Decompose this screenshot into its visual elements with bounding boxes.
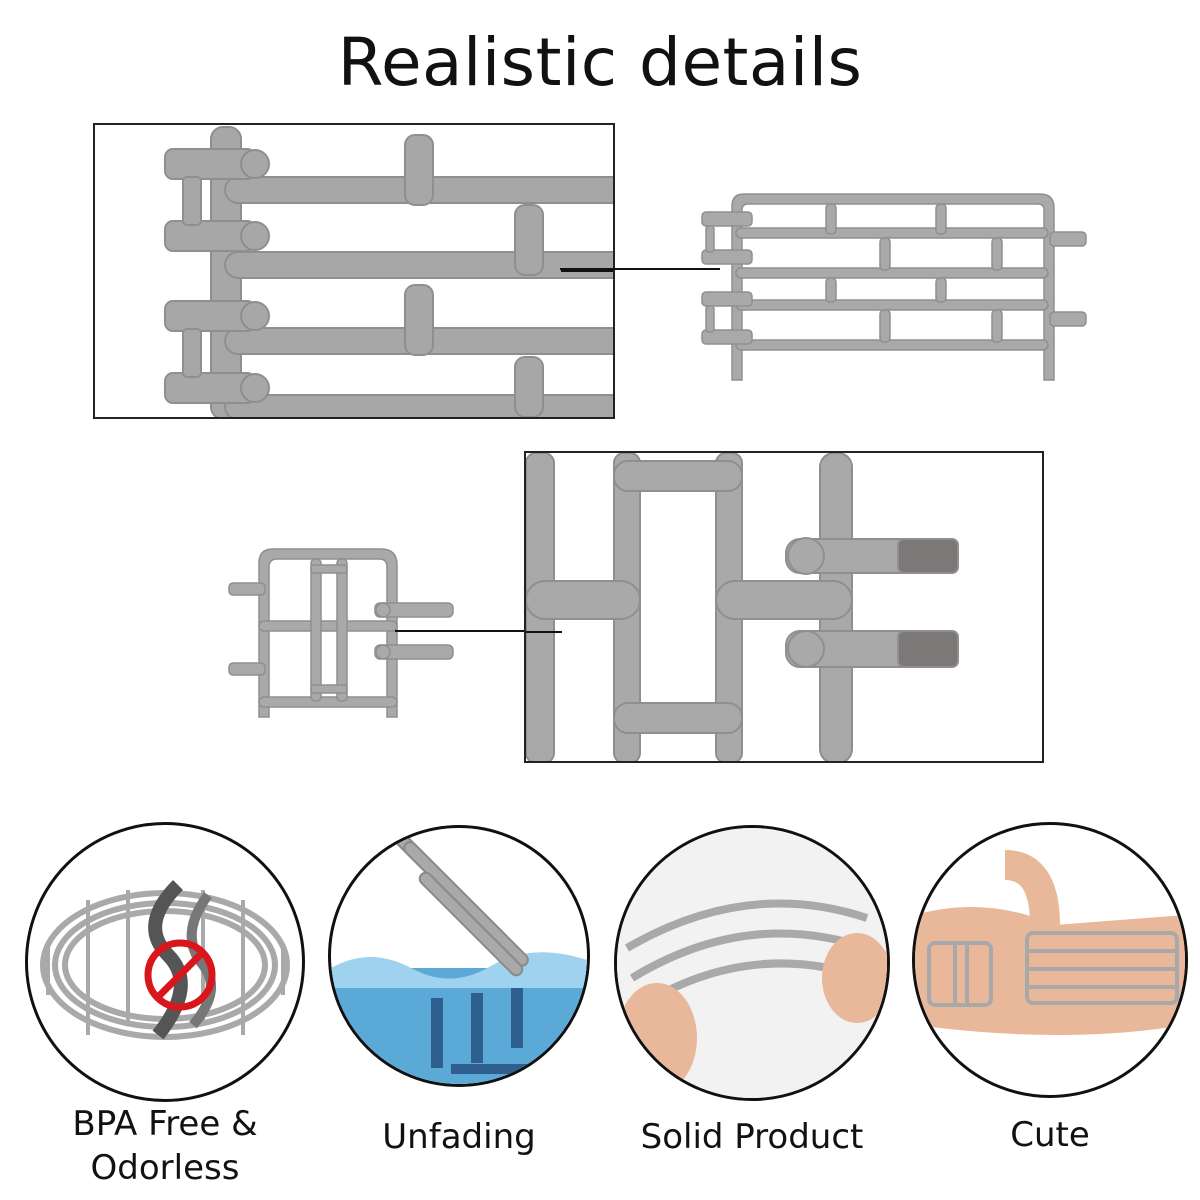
gate-panel-image xyxy=(228,548,454,718)
feature-label-bpa-free-line1: BPA Free & xyxy=(72,1104,258,1144)
feature-label-bpa-free-line2: Odorless xyxy=(90,1148,240,1188)
feature-cute-image xyxy=(912,822,1188,1098)
feature-label-solid-product: Solid Product xyxy=(640,1117,864,1157)
gate-closeup-frame xyxy=(524,451,1044,763)
connector-line-1 xyxy=(560,268,720,270)
gate-closeup-image xyxy=(526,453,959,761)
feature-unfading-image xyxy=(328,825,590,1087)
feature-label-unfading: Unfading xyxy=(382,1117,536,1157)
fence-closeup-image xyxy=(164,126,613,417)
feature-bpa-free-image xyxy=(25,822,305,1102)
feature-label-bpa-free: BPA Free & Odorless xyxy=(25,1102,305,1190)
feature-label-cute: Cute xyxy=(1010,1115,1090,1155)
page-title: Realistic details xyxy=(337,24,863,101)
fence-panel-image xyxy=(701,193,1087,381)
no-smell-icon xyxy=(144,939,216,1011)
feature-solid-product-image xyxy=(614,825,890,1101)
fence-closeup-frame xyxy=(93,123,615,419)
